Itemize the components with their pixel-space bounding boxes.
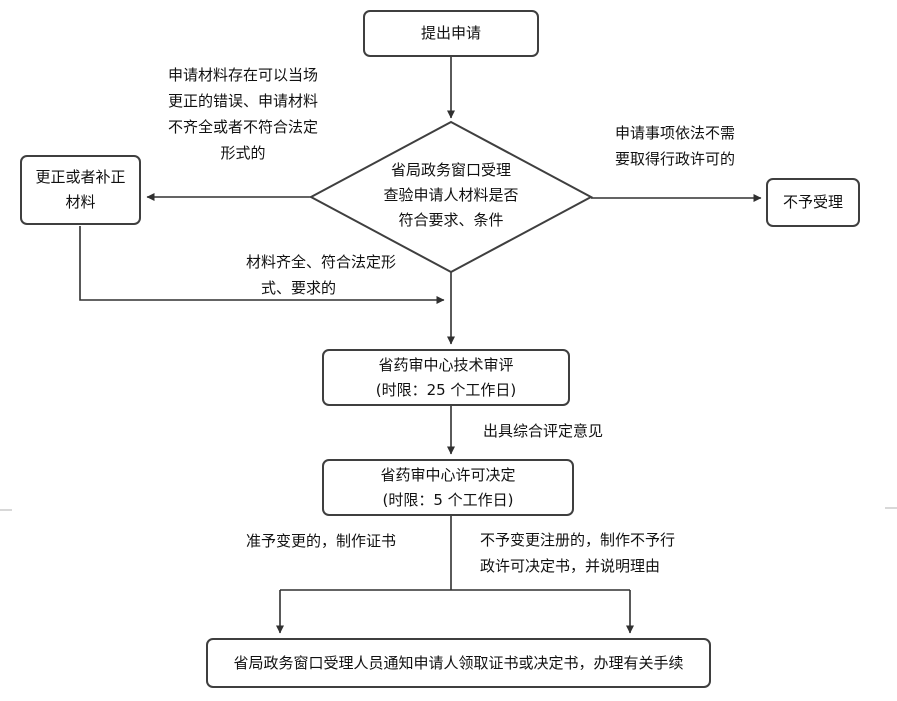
not-accepted-node: 不予受理 bbox=[766, 178, 860, 227]
notify-node: 省局政务窗口受理人员通知申请人领取证书或决定书，办理有关手续 bbox=[206, 638, 711, 688]
evaluation-note-label: 出具综合评定意见 bbox=[483, 418, 603, 444]
license-decision-node: 省药审中心许可决定 (时限：5 个工作日) bbox=[322, 459, 574, 516]
decision-diamond bbox=[308, 120, 594, 274]
technical-review-line: 省药审中心技术审评 bbox=[378, 355, 514, 374]
left-condition-line: 更正的错误、申请材料 bbox=[168, 92, 319, 110]
pass-condition-line: 式、要求的 bbox=[261, 279, 337, 297]
correct-materials-node: 更正或者补正 材料 bbox=[20, 155, 141, 225]
deny-note-label: 不予变更注册的，制作不予行 政许可决定书，并说明理由 bbox=[480, 527, 675, 579]
technical-review-line: (时限：25 个工作日) bbox=[375, 380, 517, 399]
correct-materials-line: 材料 bbox=[65, 193, 96, 211]
decision-line: 查验申请人材料是否 bbox=[383, 186, 519, 204]
pass-condition-line: 材料齐全、符合法定形 bbox=[246, 253, 397, 271]
decision-node-text: 省局政务窗口受理 查验申请人材料是否 符合要求、条件 bbox=[341, 158, 561, 233]
left-condition-line: 申请材料存在可以当场 bbox=[168, 66, 319, 84]
decision-line: 省局政务窗口受理 bbox=[390, 161, 511, 179]
right-condition-label: 申请事项依法不需 要取得行政许可的 bbox=[615, 120, 735, 172]
left-condition-label: 申请材料存在可以当场 更正的错误、申请材料 不齐全或者不符合法定 形式的 bbox=[168, 62, 318, 166]
left-condition-line: 不齐全或者不符合法定 bbox=[168, 118, 319, 136]
approve-note-label: 准予变更的，制作证书 bbox=[246, 528, 396, 554]
left-condition-line: 形式的 bbox=[220, 144, 266, 162]
not-accepted-label: 不予受理 bbox=[782, 193, 843, 211]
arrow-correct-rejoin bbox=[79, 226, 445, 304]
license-decision-line: 省药审中心许可决定 bbox=[380, 465, 516, 484]
start-node: 提出申请 bbox=[363, 10, 539, 57]
right-condition-line: 申请事项依法不需 bbox=[615, 124, 736, 142]
deny-note-line: 政许可决定书，并说明理由 bbox=[480, 557, 661, 575]
notify-node-label: 省局政务窗口受理人员通知申请人领取证书或决定书，办理有关手续 bbox=[233, 653, 684, 672]
right-condition-line: 要取得行政许可的 bbox=[615, 150, 736, 168]
start-node-label: 提出申请 bbox=[420, 24, 481, 42]
approve-note-text: 准予变更的，制作证书 bbox=[246, 532, 397, 550]
evaluation-note-text: 出具综合评定意见 bbox=[483, 422, 604, 440]
license-decision-line: (时限：5 个工作日) bbox=[382, 490, 514, 509]
technical-review-node: 省药审中心技术审评 (时限：25 个工作日) bbox=[322, 349, 570, 406]
decision-line: 符合要求、条件 bbox=[398, 211, 504, 229]
pass-condition-label: 材料齐全、符合法定形 式、要求的 bbox=[246, 249, 396, 301]
deny-note-line: 不予变更注册的，制作不予行 bbox=[480, 531, 676, 549]
correct-materials-line: 更正或者补正 bbox=[35, 168, 126, 186]
